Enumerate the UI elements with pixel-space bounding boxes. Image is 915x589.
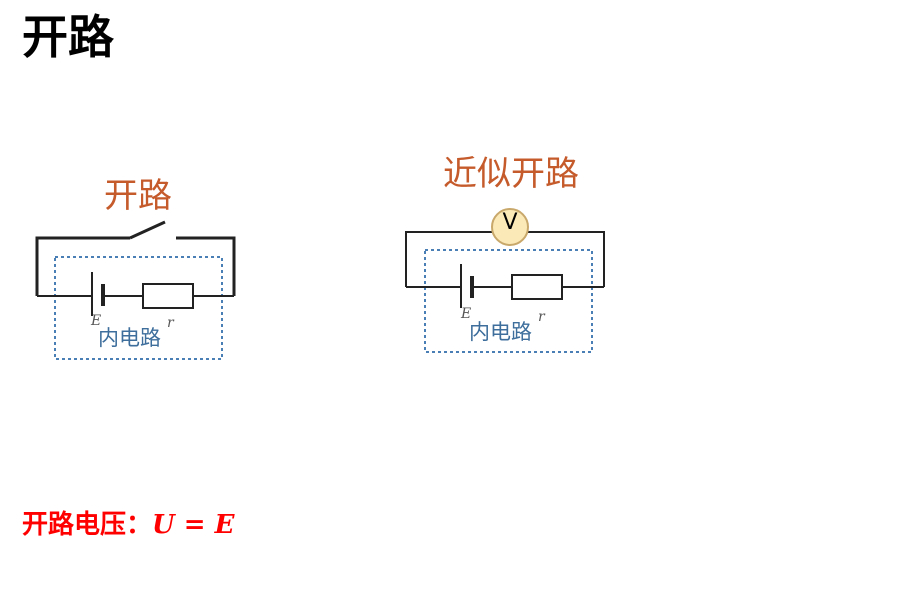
approx-open-circuit-label: 近似开路 [443, 154, 579, 194]
resistance-symbol: r [167, 315, 174, 331]
page-title: 开路 [22, 10, 114, 64]
inner-circuit-box [54, 256, 223, 360]
open-switch-blade [129, 220, 166, 240]
outer-wire-left [35, 236, 130, 296]
emf-symbol: E [91, 313, 102, 329]
emf-symbol: E [461, 306, 472, 322]
open-circuit-diagram [35, 220, 236, 360]
outer-wire-right [176, 236, 236, 296]
formula-prefix: 开路电压： [22, 510, 153, 540]
approx-open-circuit-diagram [405, 208, 605, 353]
open-circuit-label: 开路 [104, 176, 172, 216]
voltmeter-icon [491, 208, 529, 246]
internal-resistor [142, 283, 194, 309]
formula-expression: U = E [152, 510, 235, 540]
inner-circuit-label: 内电路 [98, 326, 161, 350]
voltmeter-symbol: V [502, 210, 518, 235]
inner-circuit-label: 内电路 [469, 320, 532, 344]
inner-circuit-box [424, 249, 593, 353]
resistance-symbol: r [538, 309, 545, 325]
open-circuit-voltage-formula: 开路电压：U = E [22, 512, 234, 538]
internal-resistor [511, 274, 563, 300]
